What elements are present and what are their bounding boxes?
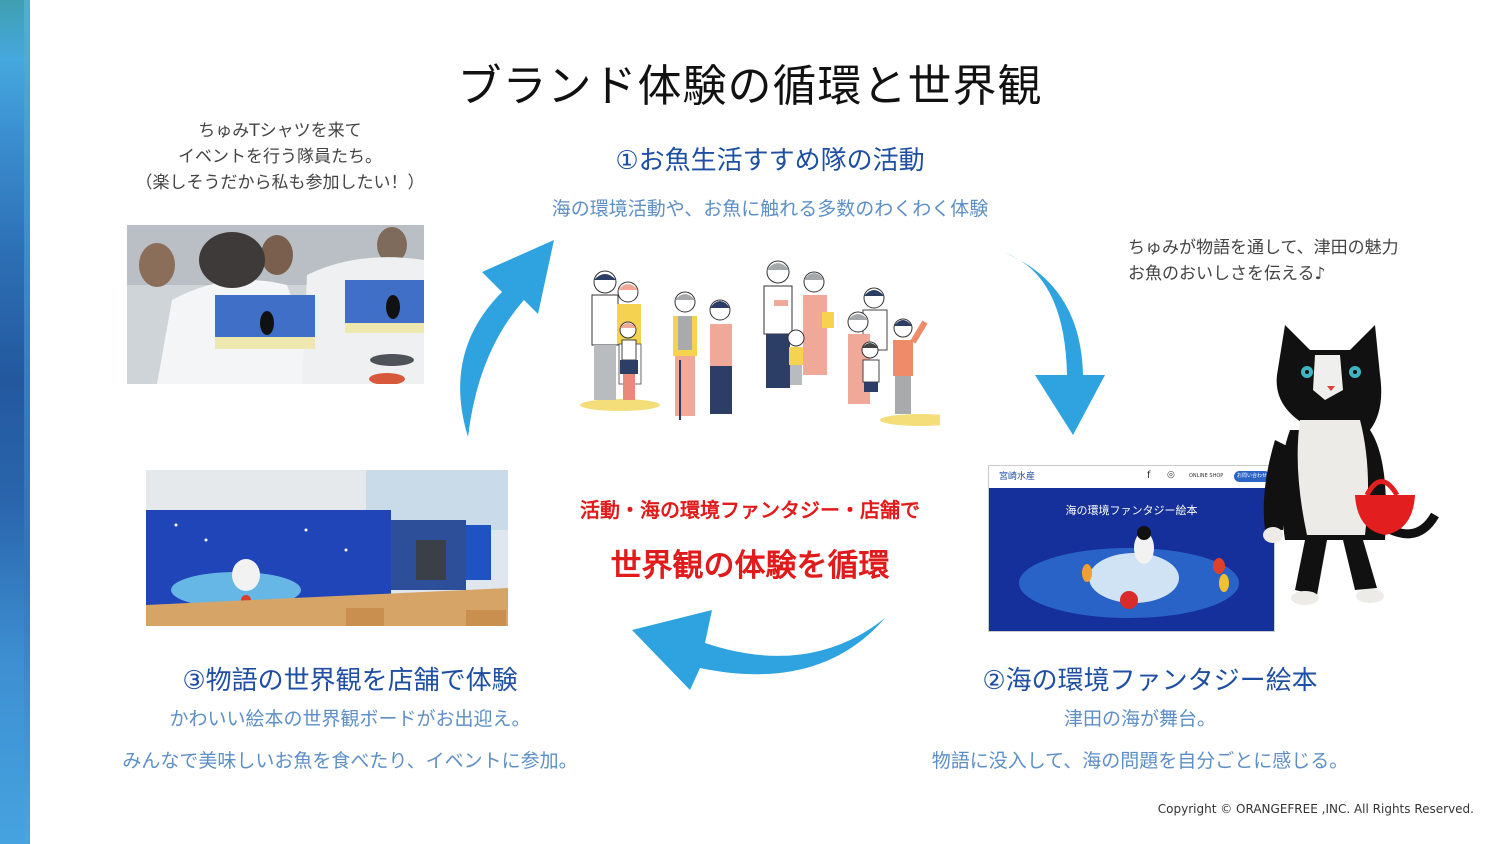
center-message-subtitle: 活動・海の環境ファンタジー・店舗で [580, 498, 920, 522]
description-line: みんなで美味しいお魚を食べたり、イベントに参加。 [122, 750, 578, 772]
copyright-notice: Copyright © ORANGEFREE ,INC. All Rights … [1157, 802, 1474, 816]
tshirt-caption: ちゅみTシャツを来て イベントを行う隊員たち。 （楽しそうだから私も参加したい！… [90, 118, 470, 196]
description-line: 海の環境活動や、お魚に触れる多数のわくわく体験 [551, 198, 989, 220]
caption-line: お魚のおいしさを伝える♪ [1128, 264, 1326, 284]
caption-line: （楽しそうだから私も参加したい！） [135, 173, 425, 193]
family-illustration [580, 250, 960, 428]
step-3-heading: ③物語の世界観を店舗で体験 [182, 666, 518, 696]
contact-button[interactable]: お問い合わせ [1234, 471, 1270, 482]
caption-line: ちゅみが物語を通して、津田の魅力 [1128, 238, 1399, 258]
sidebar-decoration [0, 0, 30, 844]
tshirt-event-photo [127, 225, 424, 384]
center-message-title: 世界観の体験を循環 [610, 548, 890, 584]
facebook-icon[interactable]: f [1147, 470, 1151, 481]
step-1-heading: ①お魚生活すすめ隊の活動 [615, 146, 925, 176]
caption-line: イベントを行う隊員たち。 [178, 147, 382, 167]
step-1-description: 海の環境活動や、お魚に触れる多数のわくわく体験 [440, 188, 1100, 230]
step-2-description: 津田の海が舞台。 物語に没入して、海の問題を自分ごとに感じる。 [860, 698, 1420, 782]
website-header: 宮崎水産 f ◎ ONLINE SHOP お問い合わせ [989, 466, 1274, 489]
arrow-up-right-icon [460, 240, 554, 437]
chumi-cat-illustration [1263, 325, 1439, 605]
instagram-icon[interactable]: ◎ [1167, 470, 1175, 480]
step-2-heading: ②海の環境ファンタジー絵本 [982, 666, 1318, 696]
picture-book-website-screenshot: 宮崎水産 f ◎ ONLINE SHOP お問い合わせ 海の環境ファンタジー絵本 [988, 465, 1275, 632]
online-shop-link[interactable]: ONLINE SHOP [1189, 473, 1224, 479]
arrow-left-icon [632, 610, 885, 690]
website-logo: 宮崎水産 [999, 472, 1036, 482]
slide-title: ブランド体験の循環と世界観 [457, 61, 1043, 112]
description-line: 津田の海が舞台。 [1063, 708, 1216, 730]
arrow-down-icon [1005, 253, 1105, 435]
website-hero-title: 海の環境ファンタジー絵本 [1065, 504, 1198, 517]
step-3-description: かわいい絵本の世界観ボードがお出迎え。 みんなで美味しいお魚を食べたり、イベント… [40, 698, 660, 782]
caption-line: ちゅみTシャツを来て [198, 121, 362, 141]
description-line: 物語に没入して、海の問題を自分ごとに感じる。 [931, 750, 1349, 772]
sidebar-edge [24, 0, 30, 844]
store-mural-photo [146, 470, 508, 626]
description-line: かわいい絵本の世界観ボードがお出迎え。 [169, 708, 531, 730]
cat-caption: ちゅみが物語を通して、津田の魅力 お魚のおいしさを伝える♪ [1128, 235, 1488, 287]
